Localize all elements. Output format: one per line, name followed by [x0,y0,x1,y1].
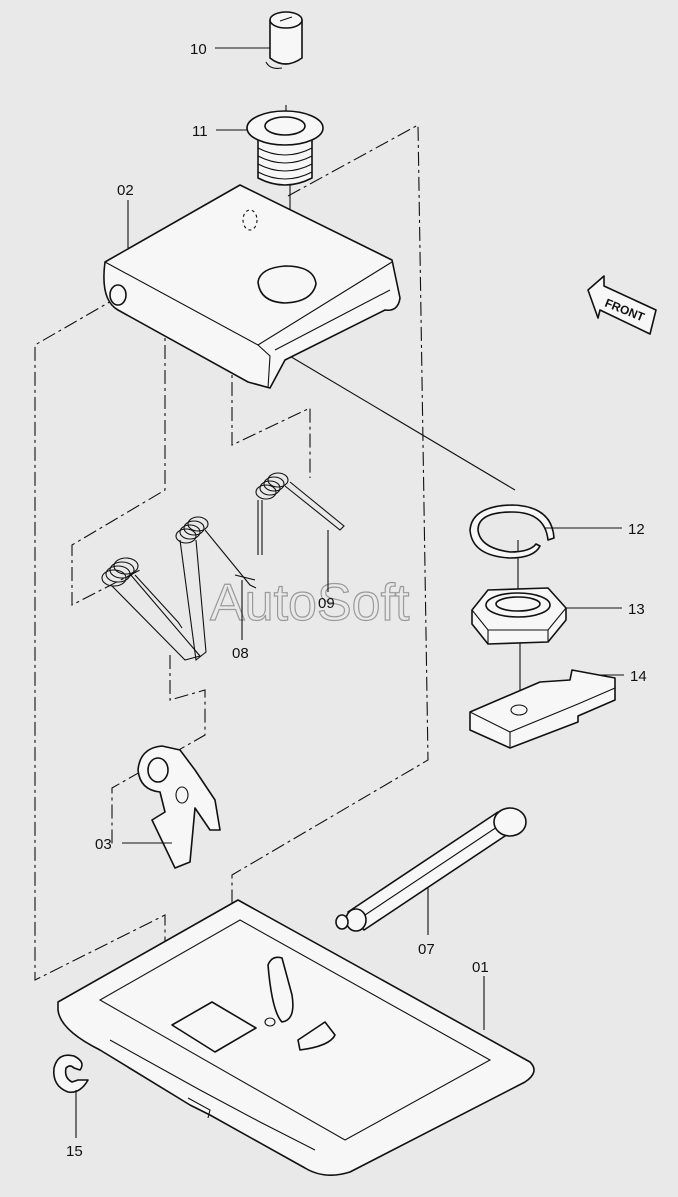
label-14: 14 [630,668,647,685]
part-latch [137,745,221,869]
label-13: 13 [628,601,645,618]
part-shaft [335,807,527,932]
label-11: 11 [192,123,208,140]
label-07: 07 [418,941,435,958]
watermark: AutoSoft [210,574,410,632]
label-02: 02 [117,182,134,199]
part-eclip [52,1054,89,1094]
part-spring-08 [175,516,257,662]
part-bracket [103,184,401,389]
part-bushing [246,110,324,186]
label-10: 10 [190,41,207,58]
part-knob [265,11,303,69]
label-01: 01 [472,959,489,976]
front-arrow-icon: FRONT [587,275,657,335]
label-08: 08 [232,645,249,662]
part-ring [469,504,555,559]
part-base [57,899,535,1176]
label-03: 03 [95,836,112,853]
part-labels: 10 11 02 12 13 14 08 09 03 07 01 15 [66,41,647,1160]
label-15: 15 [66,1143,83,1160]
part-slide [469,669,616,749]
leader-lines [75,47,624,1138]
part-spring-09 [255,472,345,555]
label-09: 09 [318,595,335,612]
part-spring-left [101,557,201,661]
part-nut [471,587,567,645]
label-12: 12 [628,521,645,538]
